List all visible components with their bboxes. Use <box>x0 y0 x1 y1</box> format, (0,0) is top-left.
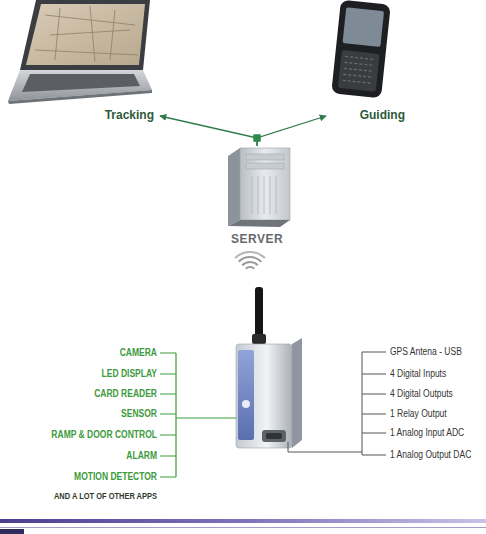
io-label: GPS Antena - USB <box>390 345 462 359</box>
serial-connector <box>262 430 286 442</box>
server-vents <box>252 176 276 214</box>
serial-port <box>266 433 282 439</box>
bracket-lead <box>176 417 236 418</box>
peripheral-label: SENSOR <box>27 407 157 421</box>
server-front <box>240 148 290 220</box>
server-node: SERVER <box>218 146 296 248</box>
left-bracket <box>160 353 236 477</box>
peripheral-label: MOTION DETECTOR <box>27 470 157 484</box>
footer-bar <box>0 519 486 523</box>
bracket-spine <box>175 353 176 477</box>
note-label: AND A LOT OF OTHER APPS <box>22 489 157 503</box>
signal-arc <box>246 267 254 269</box>
antenna-base <box>252 334 266 344</box>
laptop-bezel <box>20 0 150 70</box>
device-side <box>292 338 302 448</box>
peripheral-label: RAMP & DOOR CONTROL <box>27 428 157 442</box>
io-label: 4 Digital Outputs <box>390 387 453 401</box>
bracket-ticks <box>160 353 176 477</box>
node-label: SERVER <box>218 232 296 247</box>
drive-bay <box>246 154 284 160</box>
peripheral-label: CARD READER <box>27 387 157 401</box>
server-foot <box>228 220 290 227</box>
io-label: 1 Analog Output DAC <box>390 448 471 462</box>
bracket-spine <box>362 352 363 455</box>
server-side <box>228 148 240 226</box>
signal-arc <box>242 262 258 265</box>
antenna <box>255 287 263 337</box>
phone-body <box>331 0 391 98</box>
footer-line <box>0 527 486 528</box>
io-label: 4 Digital Inputs <box>390 367 446 381</box>
junction-square <box>254 135 261 142</box>
io-label: 1 Analog Input ADC <box>390 426 464 440</box>
device-label-panel <box>238 350 254 440</box>
signal-arc <box>239 257 262 262</box>
device-body <box>236 344 292 448</box>
peripheral-label: LED DISPLAY <box>27 367 157 381</box>
node-label: Guiding <box>326 108 405 123</box>
flow-arrow <box>160 116 257 146</box>
phone-keys <box>343 56 375 83</box>
peripheral-label: ALARM <box>27 449 157 463</box>
drive-bay <box>246 163 284 169</box>
tracking-device: Tracking <box>8 0 160 124</box>
bracket-lead <box>288 442 362 452</box>
laptop-screen-map <box>26 4 145 65</box>
flow-arrow <box>257 116 326 146</box>
right-bracket <box>288 352 386 455</box>
peripheral-label: CAMERA <box>27 346 157 360</box>
signal-arc <box>235 252 265 258</box>
phone-screen <box>343 7 385 47</box>
guiding-device: Guiding <box>326 0 408 124</box>
bracket-ticks <box>362 352 386 455</box>
laptop-keyboard <box>22 74 140 92</box>
map-roads <box>35 6 138 62</box>
junction-square <box>254 135 261 142</box>
laptop-edge <box>8 90 152 104</box>
footer-block <box>0 529 24 534</box>
node-label: Tracking <box>8 108 154 123</box>
io-label: 1 Relay Output <box>390 407 447 421</box>
phone-keyboard <box>338 50 380 92</box>
device-logo <box>242 400 250 408</box>
